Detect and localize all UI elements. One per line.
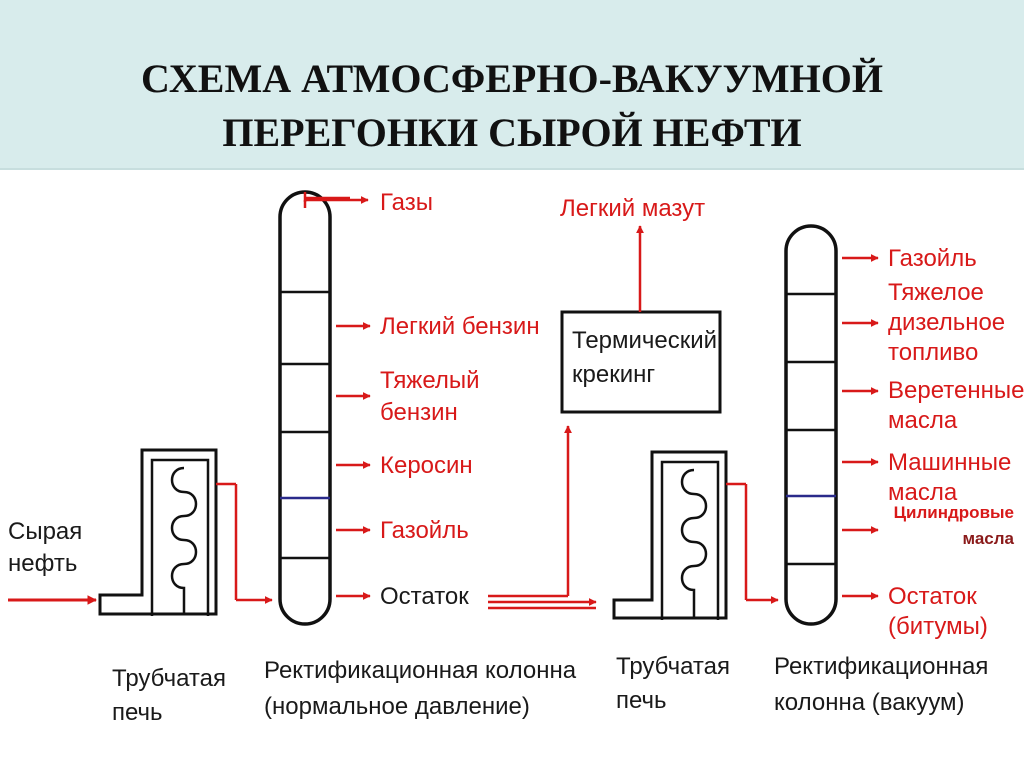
vac-product-heavy-diesel: Тяжелое xyxy=(888,279,984,306)
product-light-gasoline: Легкий бензин xyxy=(380,313,540,340)
vac-product-machine-oils: Машинные xyxy=(888,449,1011,476)
distillation-diagram: Сырая нефть Трубчатая печь Газы Легкий б… xyxy=(8,189,1024,726)
vac-product-gasoil: Газойль xyxy=(888,245,977,272)
cylinder-oils-label: Цилиндровые xyxy=(894,503,1014,522)
column1-label-2: (нормальное давление) xyxy=(264,693,530,720)
vac-product-residue: Остаток xyxy=(888,583,977,610)
crude-oil-label: Сырая xyxy=(8,518,82,545)
vac-product-machine-oils-2: масла xyxy=(888,479,958,506)
column-1 xyxy=(278,190,332,626)
tube-furnace-1 xyxy=(98,448,218,616)
vac-product-spindle-oils-2: масла xyxy=(888,407,958,434)
slide-title: СХЕМА АТМОСФЕРНО-ВАКУУМНОЙ ПЕРЕГОНКИ СЫР… xyxy=(141,56,883,155)
furnace2-label: Трубчатая xyxy=(616,653,730,680)
cracking-label-2: крекинг xyxy=(572,361,655,388)
crude-oil-label-2: нефть xyxy=(8,550,77,577)
product-kerosene: Керосин xyxy=(380,452,473,479)
product-gasoil: Газойль xyxy=(380,517,469,544)
vac-product-heavy-diesel-2: дизельное xyxy=(888,309,1005,336)
column-2 xyxy=(784,224,838,626)
product-gases: Газы xyxy=(380,189,433,216)
tube-furnace-2 xyxy=(612,450,728,620)
cracking-label: Термический xyxy=(572,327,717,354)
column2-label-2: колонна (вакуум) xyxy=(774,689,965,716)
residue-label: Остаток xyxy=(380,583,469,610)
furnace1-label-2: печь xyxy=(112,699,163,726)
cylinder-oils-label-2: масла xyxy=(962,529,1014,548)
light-fuel-oil-label: Легкий мазут xyxy=(560,195,705,222)
vac-product-spindle-oils: Веретенные xyxy=(888,377,1024,404)
vac-product-residue-2: (битумы) xyxy=(888,613,988,640)
product-heavy-gasoline: Тяжелый xyxy=(380,367,480,394)
furnace2-label-2: печь xyxy=(616,687,667,714)
column1-label: Ректификационная колонна xyxy=(264,657,577,684)
title-band xyxy=(0,0,1024,170)
column2-label: Ректификационная xyxy=(774,653,988,680)
vac-product-heavy-diesel-3: топливо xyxy=(888,339,978,366)
furnace1-label: Трубчатая xyxy=(112,665,226,692)
product-heavy-gasoline-2: бензин xyxy=(380,399,458,426)
